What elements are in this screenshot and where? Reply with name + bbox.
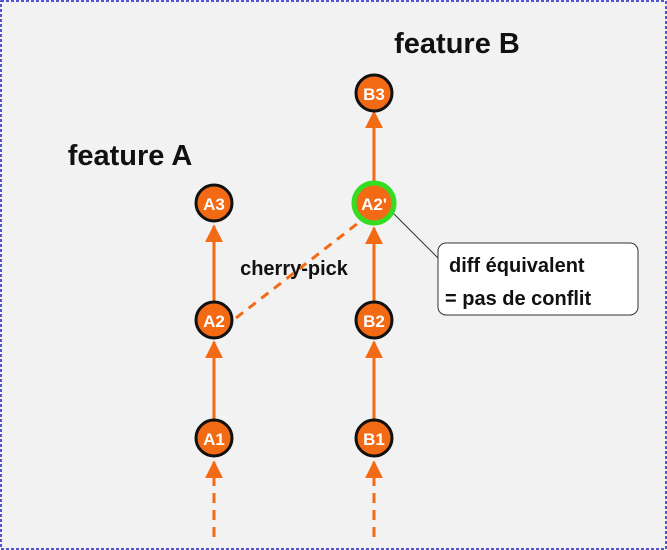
commit-label: A3 <box>203 195 225 214</box>
commit-label: B3 <box>363 85 385 104</box>
callout-line-2: = pas de conflit <box>445 288 591 310</box>
commit-node <box>194 183 234 223</box>
commit-a2[interactable]: A2 <box>194 300 234 340</box>
commit-a3[interactable]: A3 <box>194 183 234 223</box>
callout-line-1: diff équivalent <box>449 255 585 277</box>
branch-label-feature-b: feature B <box>394 28 520 60</box>
commit-b1[interactable]: B1 <box>354 418 394 458</box>
commit-node <box>194 418 234 458</box>
commit-b3[interactable]: B3 <box>354 73 394 113</box>
cherry-pick-label: cherry-pick <box>240 258 349 280</box>
commit-node <box>354 418 394 458</box>
cherry-pick-link <box>235 218 363 320</box>
commit-a2-prime[interactable]: A2' <box>351 180 397 226</box>
commit-node-highlight <box>351 180 397 226</box>
branch-label-feature-a: feature A <box>68 140 193 172</box>
commit-label: A2' <box>361 195 387 214</box>
commit-a1[interactable]: A1 <box>194 418 234 458</box>
commit-node <box>354 73 394 113</box>
commit-label: A2 <box>203 312 225 331</box>
commit-b2[interactable]: B2 <box>354 300 394 340</box>
commit-node <box>194 300 234 340</box>
commit-label: B2 <box>363 312 385 331</box>
commit-label: B1 <box>363 430 385 449</box>
callout-box <box>437 242 639 316</box>
commit-label: A1 <box>203 430 225 449</box>
commit-node <box>354 300 394 340</box>
